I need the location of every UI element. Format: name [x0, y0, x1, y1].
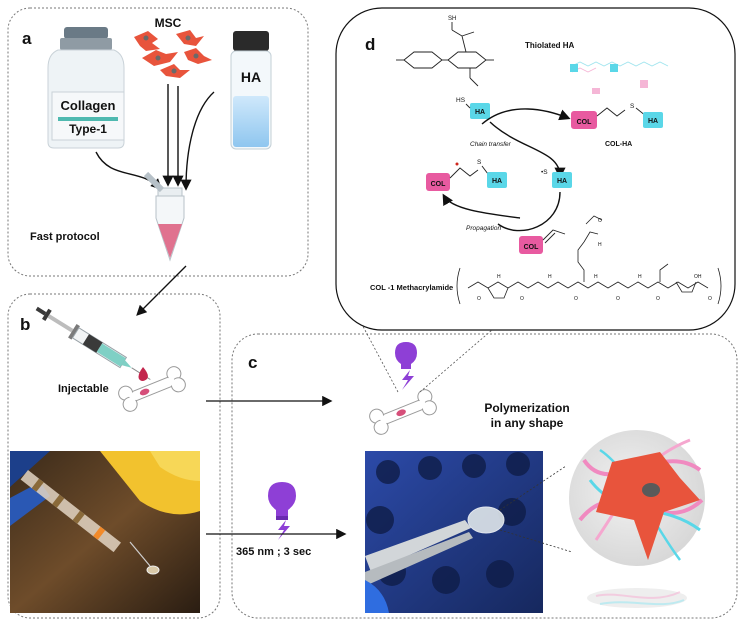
fiber-network-zoom — [569, 430, 705, 608]
bone-icon-c — [369, 389, 437, 435]
polymer-chain-sketch — [570, 61, 669, 94]
injectable-label: Injectable — [58, 383, 109, 395]
panel-d: d SH Thiolated HA HS — [335, 7, 736, 331]
col-ha-label: COL-HA — [605, 141, 632, 148]
col-tag-vinyl-label: COL — [524, 244, 540, 251]
arrow-a-to-b — [136, 265, 187, 316]
ha-tag-radical — [552, 172, 572, 188]
col-tag-middle-label: COL — [431, 181, 447, 188]
panel-b-frame — [7, 293, 221, 619]
col-tag-vinyl — [519, 236, 543, 254]
bone-icon — [118, 366, 186, 412]
svg-text:O: O — [477, 296, 481, 302]
sh-label: SH — [448, 16, 456, 22]
hs-label: HS — [456, 97, 466, 104]
svg-text:OH: OH — [694, 274, 702, 280]
panel-a-frame — [7, 7, 309, 277]
panel-d-letter: d — [365, 35, 375, 54]
collagen-vial: Collagen Type-1 — [47, 27, 125, 149]
col-tag-product — [571, 111, 597, 129]
ha-tag-top-label: HA — [475, 109, 485, 116]
msc-cells: MSC — [134, 16, 212, 78]
panel-b-letter: b — [20, 315, 30, 334]
ha-tag-middle — [487, 172, 507, 188]
panel-c: c Polymerization in any shape — [231, 333, 738, 619]
s-label-product: S — [630, 103, 635, 110]
panel-a: a Collagen Type-1 MSC — [7, 7, 309, 277]
type1-label: Type-1 — [69, 122, 107, 136]
panel-d-frame — [335, 7, 736, 331]
uv-label: 365 nm ; 3 sec — [236, 546, 311, 558]
ha-tag-product — [643, 112, 663, 128]
svg-text:O: O — [598, 218, 602, 224]
panel-c-letter: c — [248, 353, 257, 372]
ha-tag-middle-label: HA — [492, 178, 502, 185]
ha-tag-product-label: HA — [648, 118, 658, 125]
svg-text:O: O — [574, 296, 578, 302]
methacrylamide-structure — [456, 215, 722, 305]
injection-photo — [10, 451, 200, 613]
svg-text:O: O — [520, 296, 524, 302]
panel-b: b Injectable — [7, 293, 296, 619]
syringe-icon — [35, 306, 151, 380]
propagation-label: Propagation — [466, 225, 501, 232]
svg-text:H: H — [548, 274, 552, 280]
polymerization-label-1: Polymerization — [484, 401, 569, 415]
radical-s-label: •S — [541, 169, 548, 176]
protocol-label: Fast protocol — [30, 231, 100, 243]
ha-label: HA — [241, 69, 261, 85]
svg-text:H: H — [638, 274, 642, 280]
svg-text:H: H — [594, 274, 598, 280]
ha-tag-radical-label: HA — [557, 178, 567, 185]
thiolated-ha-structure: SH — [396, 16, 494, 87]
svg-text:O: O — [708, 296, 712, 302]
ha-tag-top — [470, 103, 490, 119]
methacrylamide-label: COL -1 Methacrylamide — [370, 283, 453, 292]
col-tag-middle — [426, 173, 450, 191]
drop-icon — [138, 367, 148, 381]
uv-lamp-icon-c — [395, 342, 417, 390]
panel-c-frame — [231, 333, 738, 619]
ha-bottle: HA — [230, 31, 272, 150]
col-tag-product-label: COL — [577, 119, 593, 126]
mixing-tube — [143, 171, 185, 262]
hydrogel-disc-photo — [365, 451, 543, 613]
uv-lamp-icon — [268, 482, 296, 540]
svg-text:H: H — [497, 274, 501, 280]
collagen-label: Collagen — [61, 98, 116, 113]
polymerization-label-2: in any shape — [491, 416, 564, 430]
chain-transfer-label: Chain transfer — [470, 141, 512, 148]
panel-a-letter: a — [22, 29, 32, 48]
svg-text:H: H — [598, 242, 602, 248]
thiolated-ha-label: Thiolated HA — [525, 41, 575, 50]
svg-text:O: O — [616, 296, 620, 302]
msc-label: MSC — [155, 16, 182, 30]
svg-text:O: O — [656, 296, 660, 302]
s-label-middle: S — [477, 159, 482, 166]
